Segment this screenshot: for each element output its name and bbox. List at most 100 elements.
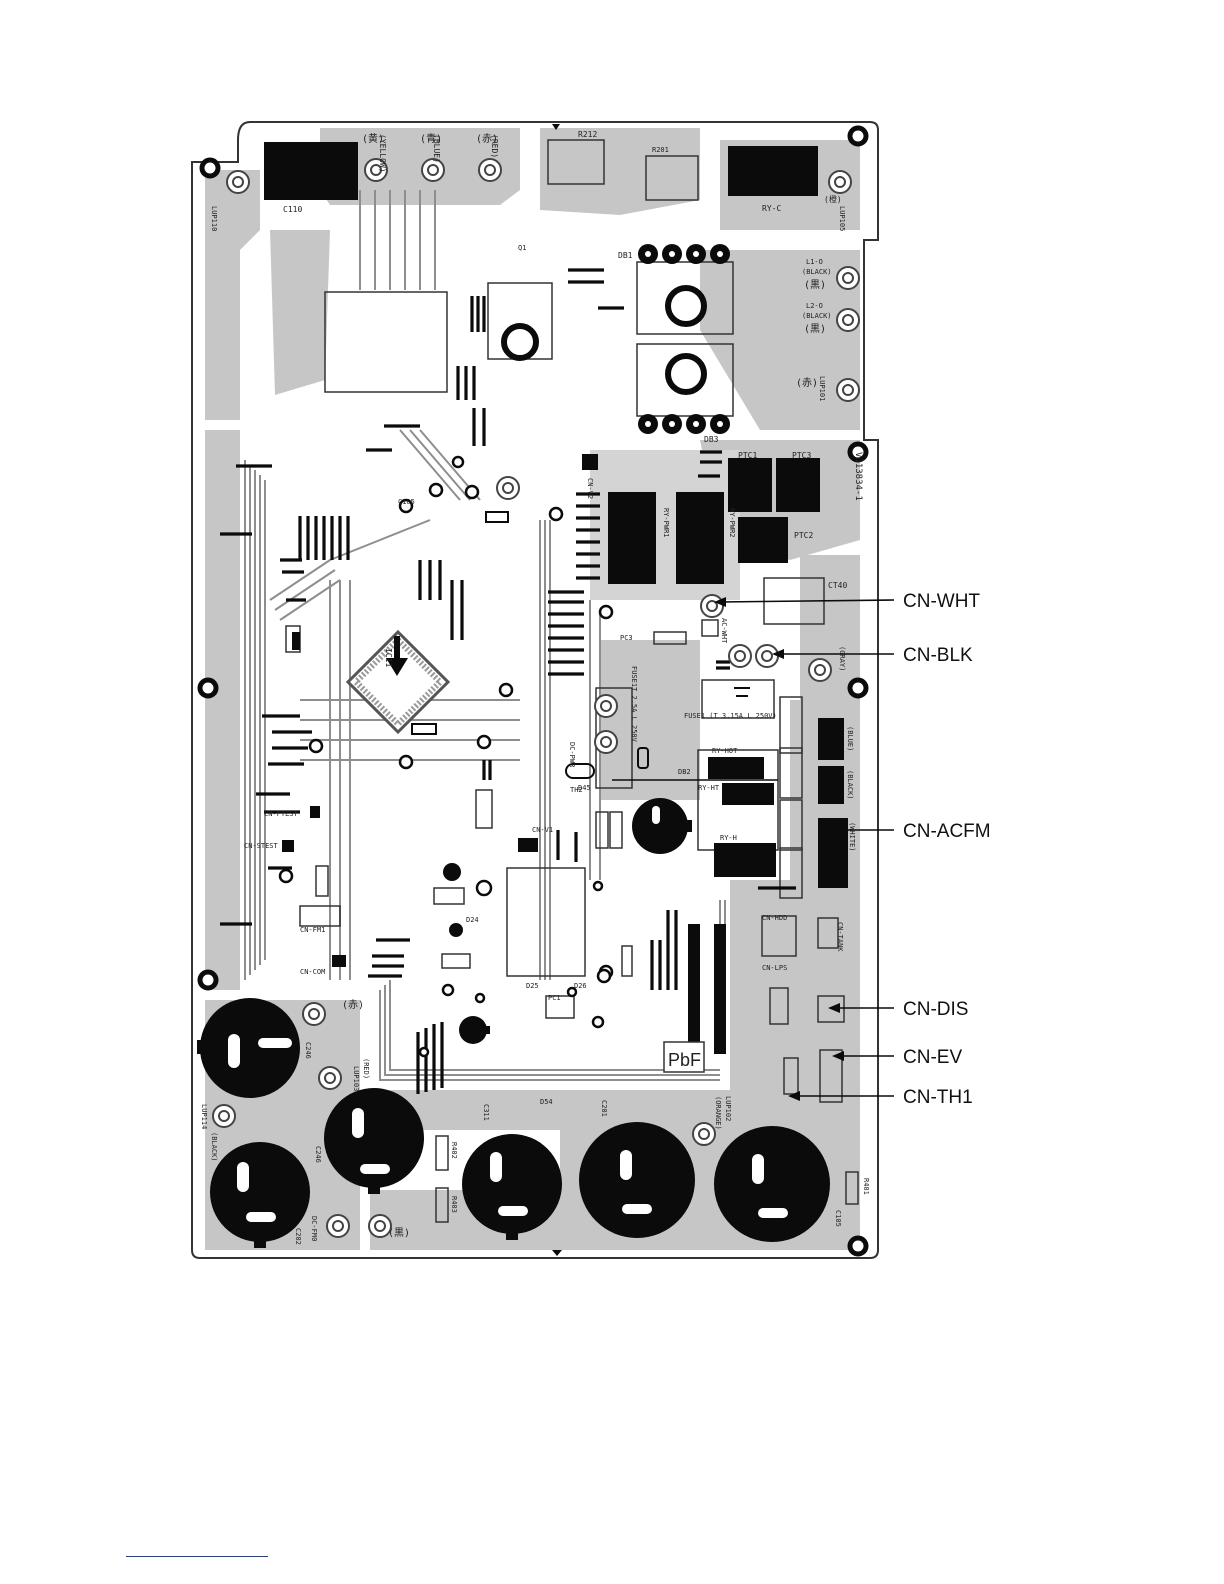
label-lup105: LUP105	[838, 206, 846, 231]
label-db1: DB1	[618, 251, 633, 260]
label-pc3: PC3	[620, 634, 633, 642]
callout-cn-dis	[828, 1003, 894, 1013]
label-dc-fm0: DC-FM0	[310, 1216, 318, 1241]
label-ry-h: RY-H	[720, 834, 737, 842]
label-fuse2: FUSE1T 2.5A L 250V	[630, 666, 638, 743]
trace-bundles	[244, 190, 726, 1081]
label-cn-tank: CN-TANK	[836, 922, 844, 952]
label-c202: C202	[294, 1228, 302, 1245]
label-c105: C105	[834, 1210, 842, 1227]
callout-label-cn-wht: CN-WHT	[903, 591, 980, 612]
label-c246-a: C246	[304, 1042, 312, 1059]
callout-label-cn-blk: CN-BLK	[903, 645, 973, 666]
label-db2: DB2	[678, 768, 691, 776]
mounting-holes	[197, 125, 869, 1257]
label-q1: Q1	[518, 244, 526, 252]
label-pc1: PC1	[548, 994, 561, 1002]
label-lup101: LUP101	[818, 376, 826, 401]
silkscreen-labels: (YELLOW) (BLUE) (RED) (黄) (青) (赤) C110 L…	[200, 130, 870, 1245]
label-ct40: CT40	[828, 581, 847, 590]
label-db3: DB3	[704, 435, 719, 444]
label-kanji-black-bottom: (黒)	[388, 1227, 410, 1239]
bridge-pad-holes	[645, 251, 723, 427]
label-lup103: LUP103	[352, 1066, 360, 1091]
orientation-marks	[552, 124, 562, 1256]
label-c311: C311	[482, 1104, 490, 1121]
terminal-pads	[212, 158, 860, 1238]
main-ic	[345, 629, 451, 735]
board-part-number: VJ13834-1	[853, 452, 863, 501]
label-ptc2: PTC2	[794, 531, 813, 540]
callout-cn-blk	[772, 649, 894, 659]
callout-label-cn-dis: CN-DIS	[903, 999, 968, 1020]
callout-label-cn-th1: CN-TH1	[903, 1087, 973, 1108]
label-ry-ht: RY-HT	[698, 784, 720, 792]
label-cn-v1: CN-V1	[532, 826, 553, 834]
label-c110: C110	[283, 205, 302, 214]
label-kanji-black-1: (黒)	[804, 279, 826, 291]
label-blue: (BLUE)	[432, 134, 441, 163]
pbf-text: PbF	[668, 1050, 701, 1070]
black-components	[264, 142, 848, 1054]
callout-label-cn-acfm: CN-ACFM	[903, 821, 991, 842]
label-kanji-black-2: (黒)	[804, 323, 826, 335]
label-d25: D25	[526, 982, 539, 990]
jumper-links	[220, 268, 796, 1094]
label-lup114: LUP114	[200, 1104, 208, 1129]
label-ac-wht: AC-WHT	[720, 618, 728, 644]
label-kanji-blue: (青)	[420, 132, 442, 145]
label-cn-fm1: CN-FM1	[300, 926, 325, 934]
label-ry-pwr1: RY-PWR1	[662, 508, 670, 538]
label-cn-ftest: CN-FTEST	[264, 810, 299, 818]
bridge-pads	[638, 244, 730, 434]
label-kanji-red-top: (赤)	[476, 133, 498, 145]
label-black-1: (BLACK)	[802, 268, 832, 276]
callout-cn-acfm	[828, 825, 894, 835]
label-ic11: IC11	[384, 648, 393, 667]
label-d54: D54	[540, 1098, 553, 1106]
label-white-right: (WHITE)	[848, 822, 856, 852]
label-kanji-orange: (橙)	[824, 194, 842, 204]
label-ry-c: RY-C	[762, 204, 781, 213]
label-blue-right: (BLUE)	[846, 726, 854, 751]
label-c105-top: C105	[398, 498, 415, 506]
callout-labels: CN-WHT CN-BLK CN-ACFM CN-DIS CN-EV CN-TH…	[903, 591, 991, 1108]
label-fuse1: FUSE1 (T 3.15A L 250V)	[684, 712, 777, 720]
callout-cn-wht	[714, 597, 895, 607]
label-r403: R403	[450, 1196, 458, 1213]
label-yellow: (YELLOW)	[378, 134, 387, 173]
label-ry-pwr2: RY-PWR2	[728, 508, 736, 538]
large-capacitors	[197, 798, 830, 1248]
callout-cn-ev	[832, 1051, 894, 1061]
label-cn-stest: CN-STEST	[244, 842, 279, 850]
label-d24: D24	[466, 916, 479, 924]
label-lup102: LUP102	[724, 1096, 732, 1121]
label-red-left: (RED)	[362, 1058, 370, 1079]
label-black-right: (BLACK)	[846, 770, 854, 800]
label-cn-hdd: CN-HDD	[762, 914, 787, 922]
small-vias	[278, 455, 614, 1058]
label-d45: D45	[578, 784, 591, 792]
label-r212: R212	[578, 130, 597, 139]
label-gray: (GRAY)	[838, 646, 846, 671]
label-r402: R402	[450, 1142, 458, 1159]
callout-cn-th1	[788, 1091, 894, 1101]
label-ptc3: PTC3	[792, 451, 811, 460]
label-red: (RED)	[490, 134, 499, 158]
label-kanji-red-right: (赤)	[796, 377, 818, 389]
footer-rule	[126, 1556, 268, 1557]
label-black-2: (BLACK)	[802, 312, 832, 320]
label-r401: R401	[862, 1178, 870, 1195]
label-cn-lps: CN-LPS	[762, 964, 787, 972]
label-ptc1: PTC1	[738, 451, 757, 460]
small-parts	[411, 511, 778, 781]
label-ry-hot: RY-HOT	[712, 747, 738, 755]
label-orange: (ORANGE)	[714, 1096, 722, 1130]
label-kanji-yellow: (黄)	[362, 132, 384, 145]
callout-label-cn-ev: CN-EV	[903, 1047, 962, 1068]
label-l2o: L2-O	[806, 302, 823, 310]
label-th2: TH2	[570, 786, 583, 794]
label-r201: R201	[652, 146, 669, 154]
component-outlines	[285, 139, 859, 1223]
